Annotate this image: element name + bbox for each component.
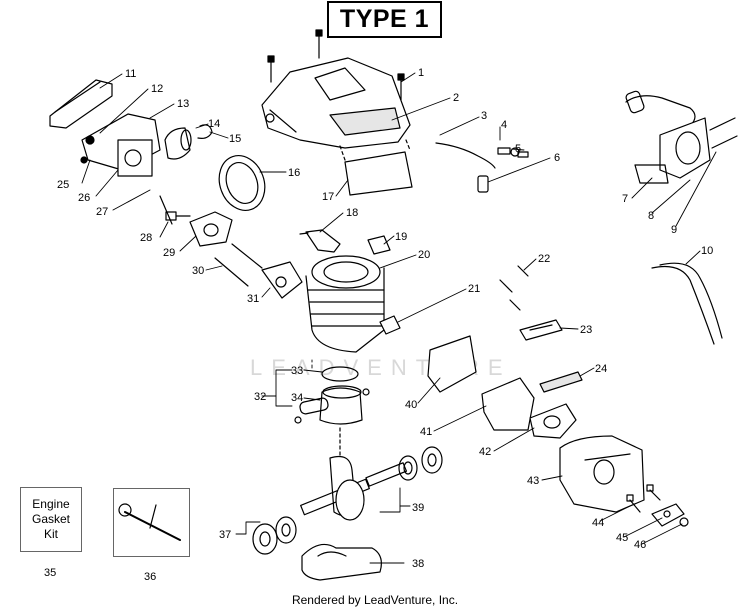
callout-16: 16 [288, 167, 300, 179]
callout-36: 36 [144, 571, 156, 583]
ignition-wire-part [651, 262, 723, 345]
callout-19: 19 [395, 231, 407, 243]
ignition-module-part [625, 90, 711, 184]
spark-screen-part [539, 371, 583, 393]
callout-3: 3 [481, 110, 487, 122]
callout-44: 44 [592, 517, 604, 529]
callout-30: 30 [192, 265, 204, 277]
callout-40: 40 [405, 399, 417, 411]
cover-bolt-left [267, 55, 275, 83]
spark-plug-part [299, 229, 341, 253]
callout-35: 35 [44, 567, 56, 579]
intake-flange-part [189, 211, 233, 247]
callout-46: 46 [634, 539, 646, 551]
crankcase-part [301, 543, 382, 581]
callout-34: 34 [291, 392, 303, 404]
callout-18: 18 [346, 207, 358, 219]
footer-credit: Rendered by LeadVenture, Inc. [291, 593, 459, 607]
fuel-filter-part [477, 175, 489, 193]
callout-23: 23 [580, 324, 592, 336]
fuel-line-part [435, 142, 496, 169]
callout-11: 11 [125, 68, 136, 80]
callout-17: 17 [322, 191, 334, 203]
callout-15: 15 [229, 133, 241, 145]
muffler-bolts-part [626, 484, 661, 513]
muffler-bracket-part [481, 377, 535, 431]
crank-bearing-part [398, 446, 443, 481]
callout-25: 25 [57, 179, 69, 191]
callout-6: 6 [554, 152, 560, 164]
muffler-screws-part [499, 265, 529, 311]
callout-43: 43 [527, 475, 539, 487]
callout-13: 13 [177, 98, 189, 110]
carb-screw-part [159, 195, 173, 225]
callout-21: 21 [468, 283, 480, 295]
callout-27: 27 [96, 206, 108, 218]
callout-28: 28 [140, 232, 152, 244]
callout-14: 14 [208, 118, 220, 130]
tool-frame [113, 488, 190, 557]
piston-pin-part [294, 388, 370, 424]
manifold-studs-part [214, 243, 263, 287]
callout-12: 12 [151, 83, 163, 95]
callout-32: 32 [254, 391, 266, 403]
air-filter-part [49, 79, 113, 129]
callout-33: 33 [291, 365, 303, 377]
muffler-gasket-part [529, 403, 577, 439]
callout-5: 5 [515, 143, 521, 155]
callout-10: 10 [701, 245, 713, 257]
muffler-nut-part [679, 517, 689, 527]
intake-boot-part [218, 155, 266, 211]
callout-38: 38 [412, 558, 424, 570]
cover-bolt-top [315, 29, 323, 59]
carburetor-part [80, 113, 161, 177]
callout-39: 39 [412, 502, 424, 514]
intake-gasket-part [261, 261, 303, 299]
plug-boot-part [367, 235, 391, 255]
ignition-bolts-part [709, 117, 738, 149]
top-cover-part [261, 57, 411, 149]
callout-37: 37 [219, 529, 231, 541]
engine-gasket-kit-label: Engine Gasket Kit [31, 497, 70, 541]
diagram-title-box: TYPE 1 [327, 1, 442, 38]
muffler-part [559, 435, 645, 513]
diagram-title: TYPE 1 [339, 5, 430, 33]
callout-4: 4 [501, 119, 507, 131]
cover-gasket-part [344, 151, 413, 196]
callout-9: 9 [671, 224, 677, 236]
cylinder-part [305, 255, 385, 353]
engine-gasket-kit-box: Engine Gasket Kit [20, 487, 82, 552]
wrench-tool-part [118, 503, 181, 541]
callout-1: 1 [418, 67, 424, 79]
callout-7: 7 [622, 193, 628, 205]
decompression-cap-part [379, 315, 401, 335]
callout-31: 31 [247, 293, 259, 305]
callout-22: 22 [538, 253, 550, 265]
leader-lines [81, 72, 717, 564]
callout-29: 29 [163, 247, 175, 259]
carb-bolt-part [165, 211, 191, 221]
callout-8: 8 [648, 210, 654, 222]
callout-41: 41 [420, 426, 432, 438]
muffler-plate-part [519, 319, 563, 341]
crankshaft-part [300, 455, 408, 521]
callout-20: 20 [418, 249, 430, 261]
intake-elbow-part [164, 127, 192, 160]
callout-24: 24 [595, 363, 607, 375]
callout-42: 42 [479, 446, 491, 458]
fuel-fitting-part [497, 147, 529, 158]
muffler-washer-part [651, 503, 685, 527]
piston-part [319, 385, 363, 425]
piston-ring-part [321, 366, 359, 382]
callout-26: 26 [78, 192, 90, 204]
main-bearing-part [252, 516, 297, 555]
callout-2: 2 [453, 92, 459, 104]
callout-45: 45 [616, 532, 628, 544]
callout-numbers: 1 2 3 4 5 6 7 8 9 10 11 12 13 14 15 16 1… [44, 67, 713, 583]
